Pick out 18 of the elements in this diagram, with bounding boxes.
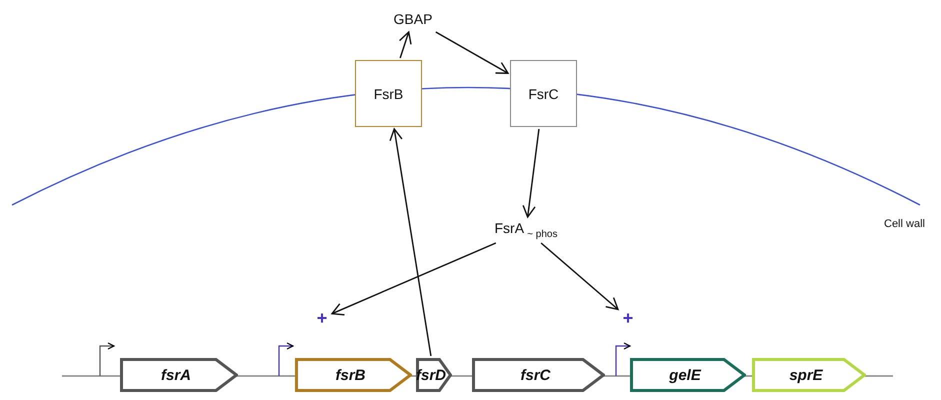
protein-box: FsrB [355, 60, 422, 127]
gene-symbol: fsrB [295, 358, 412, 392]
gene-symbol: gelE [630, 358, 746, 392]
node-label: FsrA $_{~ phos}$ [478, 219, 574, 241]
gene-symbol: fsrA [120, 358, 238, 392]
arrow [389, 128, 432, 356]
arrow [398, 31, 412, 58]
gene-symbol: fsrC [472, 358, 605, 392]
arrow [435, 31, 509, 74]
arrow [540, 242, 619, 310]
activation-sign: + [620, 309, 636, 327]
gene-symbol: sprE [752, 358, 866, 392]
arrow [331, 242, 496, 316]
activation-sign: + [314, 309, 330, 327]
protein-box: FsrC [510, 60, 577, 127]
cell-wall-label: Cell wall [884, 218, 925, 230]
node-label: GBAP [388, 8, 438, 30]
arrow [522, 128, 540, 218]
